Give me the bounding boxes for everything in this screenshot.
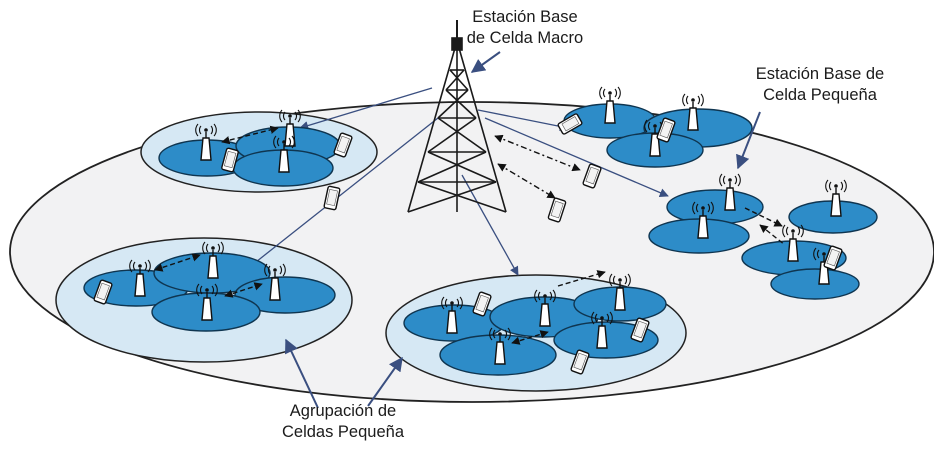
macro-to-phone-dashed-links — [494, 134, 581, 199]
dashed-link — [759, 224, 786, 246]
dashed-link-phone-1 — [494, 134, 581, 172]
pointer-macro-label — [470, 51, 501, 73]
pointer-small-cell-label — [736, 111, 761, 170]
dashed-link — [557, 270, 606, 287]
macro-label-line-2: de Celda Macro — [466, 29, 584, 47]
dashed-link — [744, 207, 783, 227]
small-cell-coverage — [770, 268, 860, 300]
pointer-cluster-left — [285, 338, 319, 409]
link-to-cluster-bottom — [461, 174, 519, 276]
small-cell-coverage — [666, 189, 764, 225]
small-cell-label-line-1: Estación Base de — [755, 65, 885, 83]
dashed-link — [224, 282, 263, 298]
macro-label-line-1: Estación Base — [472, 8, 578, 26]
pointer-cluster-bottom — [367, 356, 403, 407]
small-cell-cluster-label: Agrupación de Celdas Pequeña — [248, 401, 438, 443]
link-to-cluster-top-left — [299, 87, 433, 130]
small-cell-label-line-2: Celda Pequeña — [763, 86, 877, 104]
dashed-link — [221, 125, 279, 145]
small-cell-dashed-links — [154, 125, 786, 345]
macro-base-station-label: Estación Base de Celda Macro — [455, 7, 595, 49]
dashed-link — [511, 330, 549, 345]
label-pointer-arrows — [285, 51, 761, 409]
tower-icon — [407, 20, 507, 213]
small-cell-base-station-label: Estación Base de Celda Pequeña — [715, 64, 925, 106]
cluster-label-line-2: Celdas Pequeña — [281, 423, 404, 441]
dashed-link-phone-2 — [497, 163, 556, 199]
link-to-top-right-cells — [477, 109, 569, 131]
cluster-label-line-1: Agrupación de — [289, 402, 397, 420]
